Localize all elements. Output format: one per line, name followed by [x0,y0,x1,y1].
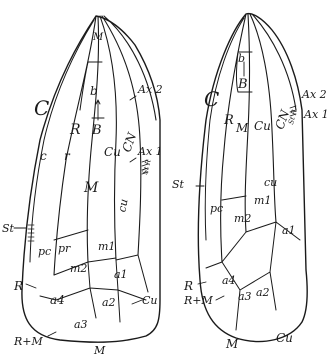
right-R-arrow [198,282,206,284]
left-label-Ax2: Ax 2 [137,83,163,96]
left-label-R: R [69,122,81,138]
right-crossveins [206,196,300,330]
right-vein-Cu [250,14,276,222]
right-label-Ax1: Ax 1 [303,108,329,121]
left-Ax1-arrow [130,158,136,162]
left-label-pr: pr [58,242,71,255]
left-label-pc: pc [38,245,51,258]
right-label-M: M [235,121,249,135]
right-label-R: R [223,113,234,128]
left-label-a2: a2 [102,296,116,309]
left-label-Ax1: Ax 1 [137,145,163,158]
left-label-r: r [64,149,71,163]
left-label-StR: St R [141,158,153,175]
left-label-m1: m1 [98,240,115,253]
right-label-m2: m2 [234,212,251,225]
right-label-a4: a4 [222,274,236,287]
left-label-a4: a4 [50,293,65,307]
right-label-m1: m1 [254,194,271,207]
right-label-B: B [237,77,248,92]
left-label-m2: m2 [70,262,87,275]
right-label-St: St [172,178,185,191]
left-label-Cu: Cu [104,145,121,159]
right-label-R-arrow: R [183,279,193,293]
left-label-CN: CN [119,130,139,154]
left-label-b: b [90,84,98,98]
right-label-pc: pc [210,202,223,215]
right-label-Cu-bottom: Cu [276,331,293,345]
right-wing-outline [198,14,307,342]
right-wing: b B C R M Cu CN Ax 2 St R Ax 1 cu St pc … [172,14,329,351]
right-label-M-bottom: M [225,337,239,351]
right-RM-arrow [216,296,224,300]
left-label-a1: a1 [114,268,128,281]
left-label-c: c [40,149,47,163]
left-RM-arrow [48,332,56,336]
right-label-b: b [238,52,245,65]
left-label-R-arrow: R [13,279,23,293]
left-Cu-arrow [132,300,142,304]
right-label-Cu: Cu [254,119,271,133]
left-label-RM: R+M [13,335,43,348]
left-wing: C b R c r M B Cu CN Ax 2 Ax 1 St R M cu … [2,16,163,357]
right-label-a3: a3 [238,290,252,303]
left-B-arrow [96,100,100,120]
right-label-C: C [204,87,219,111]
right-label-StR: St R [287,108,299,125]
right-label-Ax2: Ax 2 [301,88,327,101]
left-vein-Cu [100,16,116,260]
right-label-cu: cu [264,176,277,189]
left-label-B: B [91,123,102,138]
left-label-Cu-arrow: Cu [142,294,158,307]
right-label-RM: R+M [183,294,213,307]
left-label-M-base: M [92,32,104,43]
left-label-a3: a3 [74,318,88,331]
left-label-C: C [34,96,49,120]
left-label-cu: cu [115,198,130,213]
right-label-a2: a2 [256,286,270,299]
left-label-St: St [2,222,15,235]
left-label-M: M [83,180,99,196]
left-label-M-bottom: M [93,344,106,357]
left-R-arrow [26,284,36,288]
right-label-a1: a1 [282,224,296,237]
